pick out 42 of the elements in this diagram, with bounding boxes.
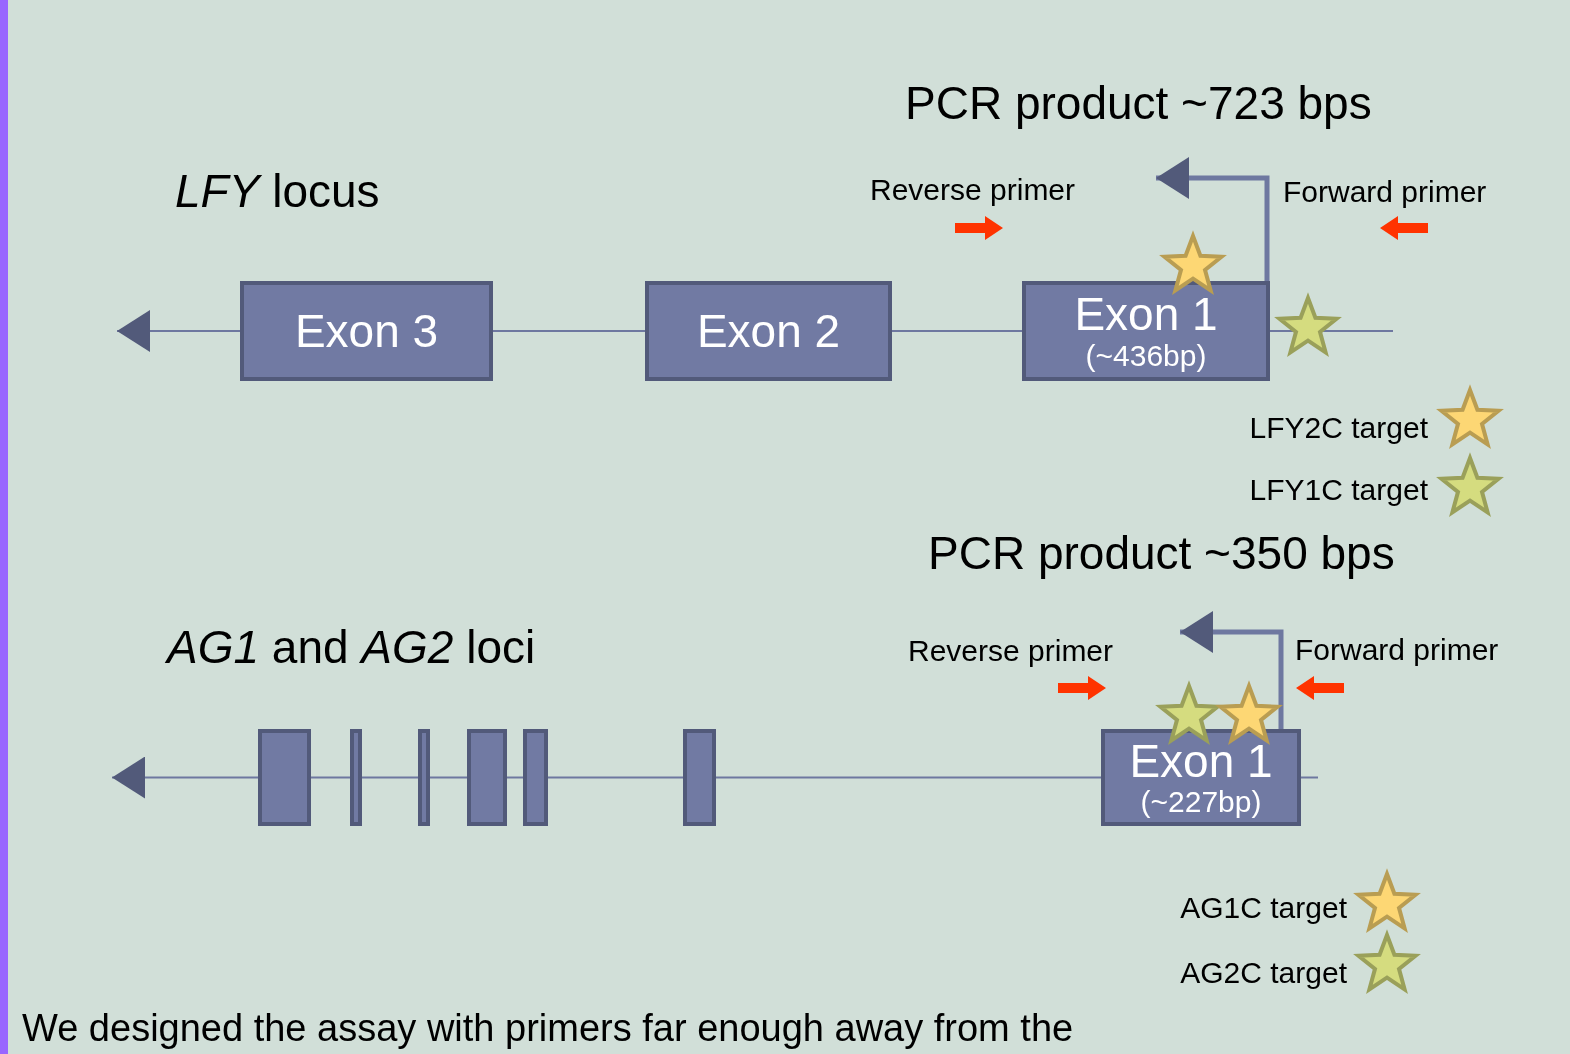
gene-line — [506, 776, 524, 779]
exon-label: Exon 1 — [1074, 290, 1218, 339]
gene-line — [492, 330, 646, 332]
gene-line — [310, 776, 351, 779]
exon-box — [467, 729, 507, 826]
primer-label: Forward primer — [1295, 633, 1499, 666]
legend-label: LFY1C target — [1249, 473, 1428, 506]
pcr-product-heading: PCR product ~350 bps — [928, 528, 1395, 579]
exon-box — [350, 729, 362, 826]
gene-line — [361, 776, 419, 779]
exon-box — [418, 729, 430, 826]
locus-heading: LFY locus — [175, 166, 380, 217]
body-text: We designed the assay with primers far enough away from the — [22, 1008, 1074, 1050]
gene-line — [547, 776, 684, 779]
locus-heading: AG1 and AG2 loci — [167, 622, 536, 673]
gene-line-arrow — [111, 756, 259, 799]
legend-label: AG2C target — [1180, 956, 1347, 989]
primer-label: Reverse primer — [870, 173, 1076, 206]
exon-label: Exon 2 — [696, 306, 841, 356]
primer-label: Forward primer — [1283, 175, 1487, 208]
exon-box — [645, 281, 892, 381]
gene-line-arrow — [116, 310, 241, 352]
exon-box — [1101, 729, 1301, 826]
exon-size: (~227bp) — [1140, 785, 1262, 819]
legend-label: AG1C target — [1180, 891, 1347, 924]
exon-box — [1022, 281, 1270, 381]
bent-arrow — [1180, 611, 1284, 729]
exon-box — [258, 729, 311, 826]
pcr-product-heading: PCR product ~723 bps — [905, 78, 1372, 129]
exon-label: Exon 1 — [1129, 736, 1273, 786]
exon-label: Exon 3 — [294, 306, 439, 356]
exon-size: (~436bp) — [1085, 338, 1207, 372]
gene-line — [429, 776, 468, 779]
exon-box — [683, 729, 716, 826]
gene-line — [715, 776, 1102, 779]
primer-label: Reverse primer — [908, 634, 1114, 667]
legend-label: LFY2C target — [1249, 411, 1428, 444]
gene-line — [1300, 776, 1319, 779]
exon-box — [523, 729, 548, 826]
bent-arrow — [1156, 157, 1270, 281]
gene-line — [891, 330, 1023, 332]
exon-box — [240, 281, 493, 381]
